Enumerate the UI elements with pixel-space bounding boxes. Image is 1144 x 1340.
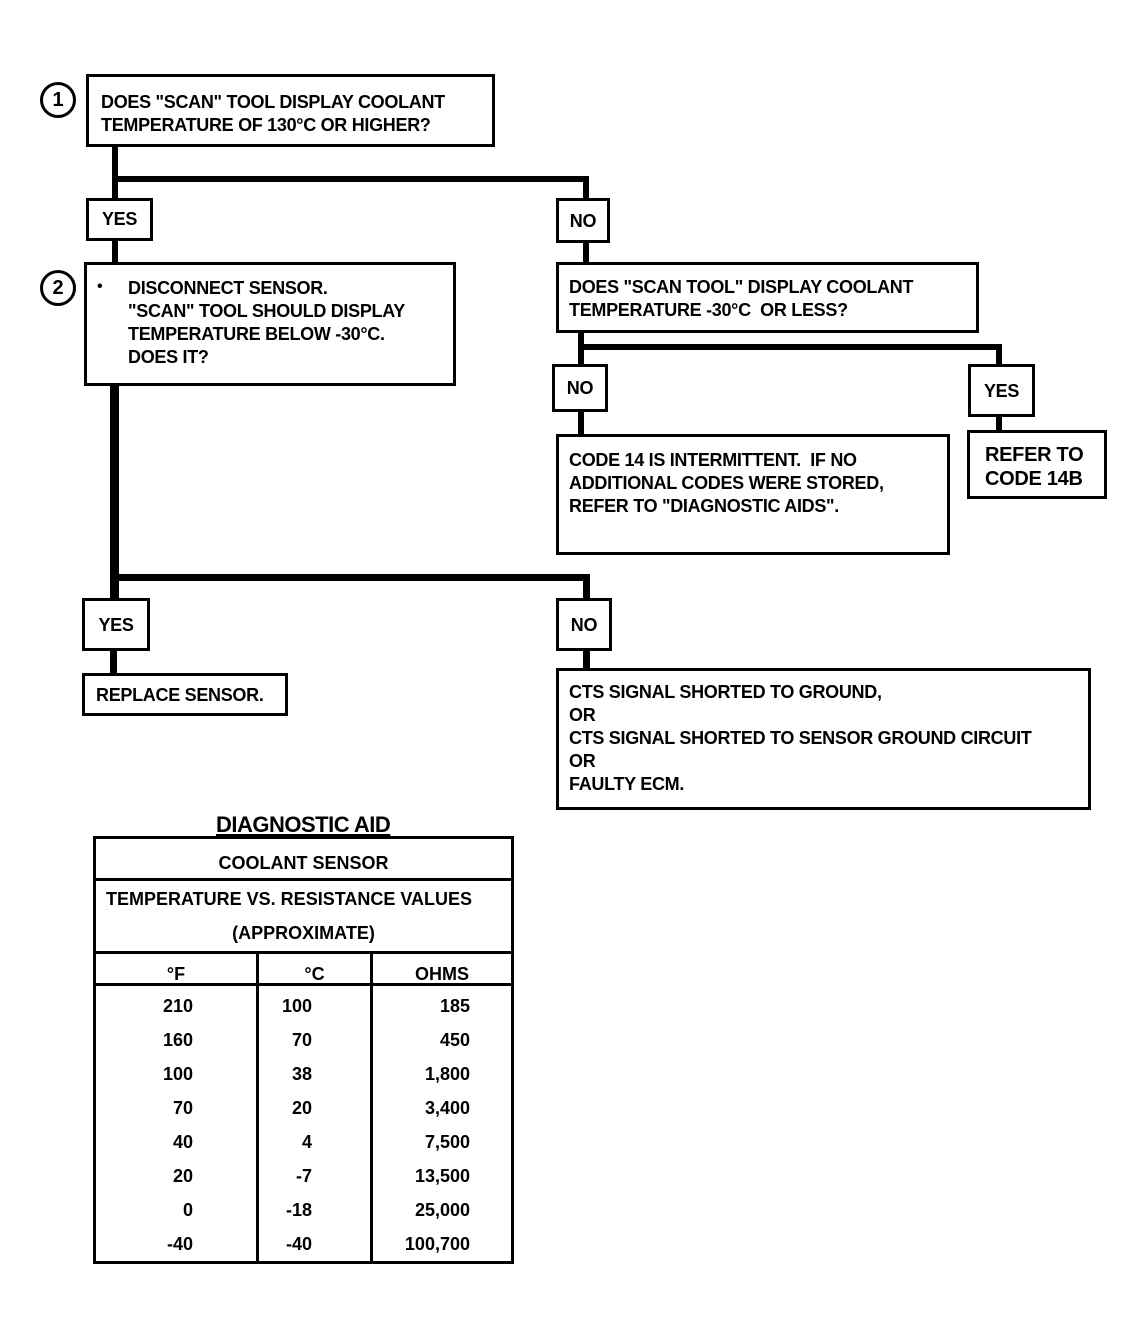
cell-ohms: 7,500 [424,1132,470,1152]
yes-label: YES [82,598,150,651]
cell-ohms: 13,500 [414,1166,470,1186]
result-box-cts-shorted: CTS SIGNAL SHORTED TO GROUND, OR CTS SIG… [556,668,1091,810]
question-box-coolant-low: DOES "SCAN TOOL" DISPLAY COOLANT TEMPERA… [556,262,979,333]
result-text-line: REFER TO [985,444,1084,466]
connector-line [578,344,1002,350]
connector-line [112,145,118,185]
result-text-line: CTS SIGNAL SHORTED TO SENSOR GROUND CIRC… [569,728,1032,748]
connector-line [112,176,118,200]
connector-line [110,648,117,676]
cell-celsius: -7 [295,1166,312,1186]
yes-label: YES [968,364,1035,417]
action-text-line: TEMPERATURE BELOW -30°C. [128,324,385,344]
step-number-badge: 1 [40,82,76,118]
cell-fahrenheit: -40 [166,1234,193,1254]
cell-fahrenheit: 100 [162,1064,193,1084]
question-text-line: TEMPERATURE OF 130°C OR HIGHER? [101,115,431,135]
cell-ohms: 25,000 [414,1200,470,1220]
result-text-line: CODE 14B [985,468,1083,490]
table-divider [96,951,511,954]
cell-ohms: 1,800 [424,1064,470,1084]
connector-line [110,384,119,602]
result-text-line: CTS SIGNAL SHORTED TO GROUND, [569,682,882,702]
no-label: NO [552,364,608,412]
question-box-coolant-high: DOES "SCAN" TOOL DISPLAY COOLANT TEMPERA… [86,74,495,147]
cell-ohms: 100,700 [404,1234,470,1254]
no-label: NO [556,198,610,243]
result-text-line: REFER TO "DIAGNOSTIC AIDS". [569,496,839,516]
connector-line [583,574,590,602]
yes-label: YES [86,198,153,241]
table-divider [96,983,511,986]
connector-line [112,238,118,264]
connector-line [583,176,589,200]
no-label: NO [556,598,612,651]
diagnostic-aid-title: DIAGNOSTIC AID [216,812,391,837]
step-number-badge: 2 [40,270,76,306]
connector-line [578,410,584,436]
cell-fahrenheit: 20 [172,1166,193,1186]
table-subtitle: TEMPERATURE VS. RESISTANCE VALUES [106,889,473,909]
cell-celsius: 100 [281,996,312,1016]
result-text-line: ADDITIONAL CODES WERE STORED, [569,473,884,493]
result-text-line: OR [569,751,596,771]
connector-line [112,176,589,182]
cell-fahrenheit: 210 [162,996,193,1016]
connector-line [583,648,590,670]
cell-celsius: 20 [291,1098,312,1118]
column-header-ohms: OHMS [415,964,469,984]
column-divider [256,951,259,1261]
table-divider [96,878,511,881]
cell-celsius: 38 [291,1064,312,1084]
column-header-celsius: °C [304,964,325,984]
table-title: COOLANT SENSOR [218,853,389,873]
result-text-line: OR [569,705,596,725]
question-text-line: DOES "SCAN" TOOL DISPLAY COOLANT [101,92,445,112]
cell-fahrenheit: 160 [162,1030,193,1050]
cell-celsius: -40 [285,1234,312,1254]
result-text-line: CODE 14 IS INTERMITTENT. IF NO [569,450,857,470]
cell-celsius: 4 [301,1132,312,1152]
column-divider [370,951,373,1261]
action-text-line: DOES IT? [128,347,209,367]
cell-ohms: 3,400 [424,1098,470,1118]
question-text-line: TEMPERATURE -30°C OR LESS? [569,300,848,320]
connector-line [110,574,590,581]
action-text-line: "SCAN" TOOL SHOULD DISPLAY [128,301,405,321]
connector-line [583,238,589,264]
cell-fahrenheit: 0 [182,1200,193,1220]
cell-ohms: 450 [439,1030,470,1050]
cell-fahrenheit: 40 [172,1132,193,1152]
connector-line [996,414,1002,432]
bullet-icon: • [97,278,103,295]
question-text-line: DOES "SCAN TOOL" DISPLAY COOLANT [569,277,914,297]
coolant-sensor-table: COOLANT SENSOR TEMPERATURE VS. RESISTANC… [93,836,514,1264]
action-text-line: DISCONNECT SENSOR. [128,278,328,298]
cell-fahrenheit: 70 [172,1098,193,1118]
result-box-refer-code-14b: REFER TO CODE 14B [967,430,1107,499]
cell-celsius: -18 [285,1200,312,1220]
table-subtitle-note: (APPROXIMATE) [232,923,375,943]
cell-ohms: 185 [439,996,470,1016]
result-box-replace-sensor: REPLACE SENSOR. [82,673,288,716]
connector-line [996,344,1002,366]
cell-celsius: 70 [291,1030,312,1050]
result-box-intermittent: CODE 14 IS INTERMITTENT. IF NO ADDITIONA… [556,434,950,555]
action-box-disconnect-sensor: • DISCONNECT SENSOR. "SCAN" TOOL SHOULD … [84,262,456,386]
column-header-fahrenheit: °F [166,964,186,984]
result-text-line: FAULTY ECM. [569,774,685,794]
